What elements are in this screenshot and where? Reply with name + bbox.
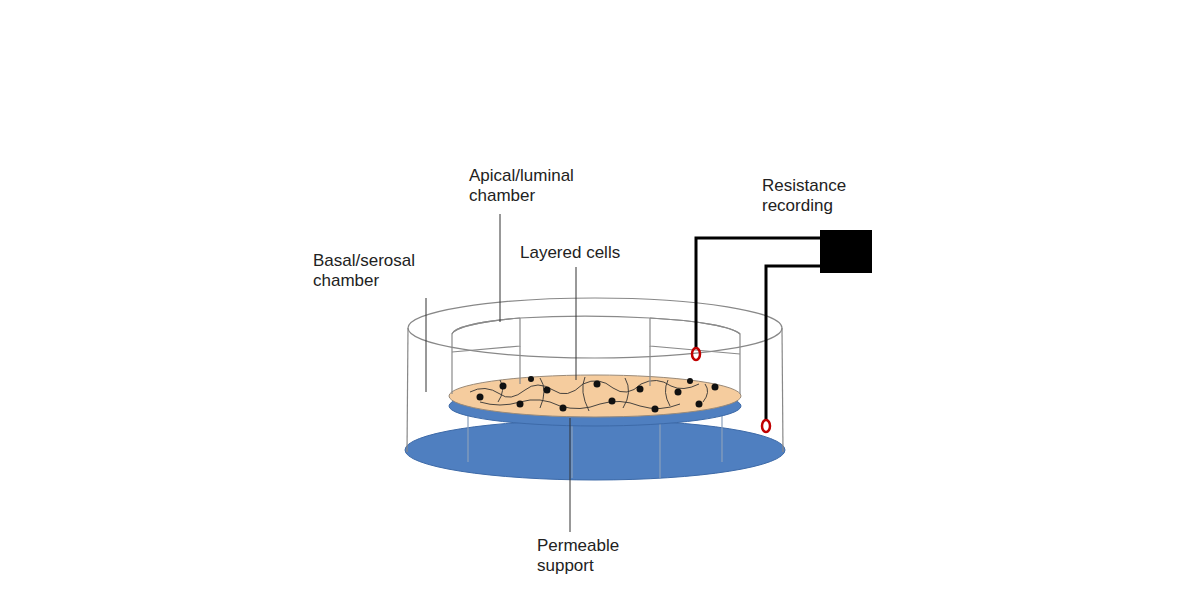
meter-label: Resistance recording	[762, 176, 892, 216]
resistance-meter	[820, 230, 872, 273]
dish-rim	[408, 298, 782, 358]
electrode	[762, 420, 770, 432]
cell-outlines	[470, 377, 708, 411]
chamber-label: Basal/serosal chamber	[313, 251, 438, 291]
chamber-label: Apical/luminal chamber	[469, 166, 619, 206]
electrode	[692, 348, 700, 360]
cells-label: Layered cells	[520, 243, 620, 263]
dish-wall	[782, 328, 783, 452]
electrode-wire	[696, 238, 822, 420]
dish-bottom	[405, 420, 785, 480]
cell-layer	[449, 375, 741, 417]
dish-wall	[407, 328, 408, 452]
cell-nuclei	[477, 376, 719, 413]
support-label: Permeable support	[537, 536, 652, 576]
